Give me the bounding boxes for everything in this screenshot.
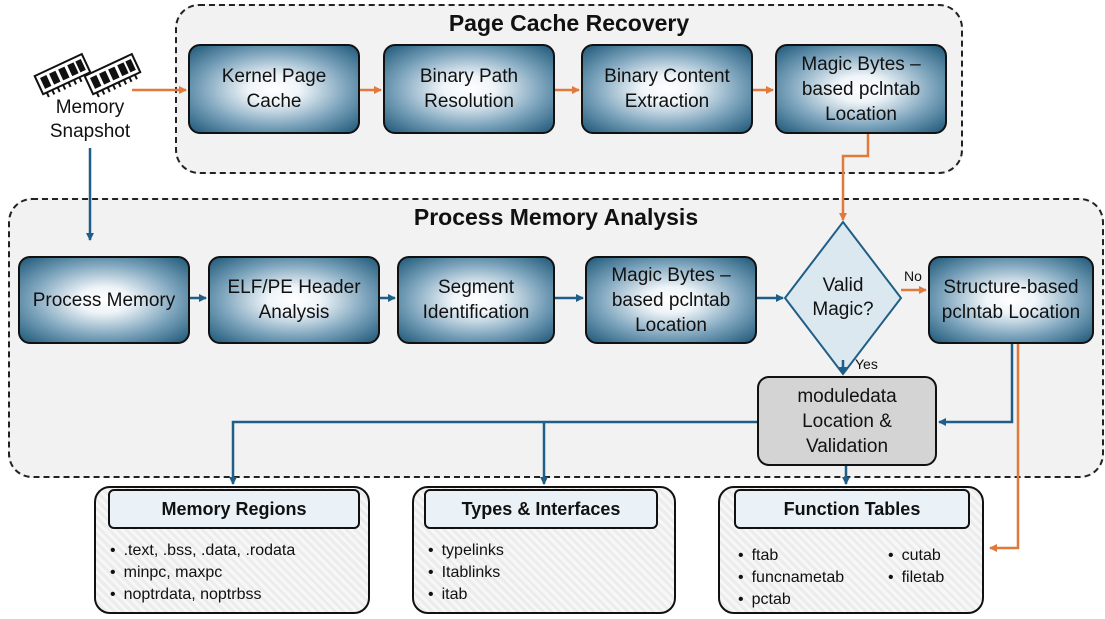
list-item: .text, .bss, .data, .rodata: [110, 540, 296, 562]
list-item: minpc, maxpc: [110, 562, 295, 584]
function-tables-list-left: ftab funcnametab pctab: [738, 545, 845, 611]
snapshot-label-line2: Snapshot: [49, 121, 131, 142]
list-item: ftab: [738, 545, 844, 567]
list-item: funcnametab: [738, 567, 845, 589]
page-cache-magic-bytes-box: Magic Bytes – based pclntab Location: [775, 44, 947, 134]
list-item: cutab: [888, 545, 944, 567]
list-item: pctab: [738, 589, 844, 611]
types-interfaces-list: typelinks Itablinks itab: [428, 540, 504, 606]
list-item: filetab: [888, 567, 945, 589]
memory-snapshot-label: Memory Snapshot: [30, 96, 150, 144]
list-item: Itablinks: [428, 562, 504, 584]
list-item: typelinks: [428, 540, 504, 562]
memory-regions-list: .text, .bss, .data, .rodata minpc, maxpc…: [110, 540, 296, 606]
no-label: No: [904, 268, 922, 284]
page-cache-title: Page Cache Recovery: [448, 10, 690, 36]
structure-based-pclntab-box: Structure-based pclntab Location: [928, 256, 1094, 344]
yes-label: Yes: [855, 356, 878, 372]
process-memory-box: Process Memory: [18, 256, 190, 344]
binary-content-extraction-box: Binary Content Extraction: [581, 44, 753, 134]
memory-chip-icon: [33, 52, 142, 98]
kernel-page-cache-box: Kernel Page Cache: [188, 44, 360, 134]
snapshot-label-line1: Memory: [55, 97, 125, 118]
elf-pe-header-box: ELF/PE Header Analysis: [208, 256, 380, 344]
decision-label: Valid Magic?: [803, 274, 883, 322]
decision-line2: Magic?: [812, 299, 874, 320]
binary-path-resolution-box: Binary Path Resolution: [383, 44, 555, 134]
process-memory-title: Process Memory Analysis: [413, 204, 699, 230]
process-magic-bytes-box: Magic Bytes – based pclntab Location: [585, 256, 757, 344]
moduledata-validation-box: moduledata Location & Validation: [757, 376, 937, 466]
decision-line1: Valid: [822, 275, 864, 296]
segment-identification-box: Segment Identification: [397, 256, 555, 344]
memory-regions-title: Memory Regions: [108, 489, 360, 529]
function-tables-list-right: cutab filetab: [888, 545, 945, 589]
types-interfaces-title: Types & Interfaces: [424, 489, 658, 529]
function-tables-title: Function Tables: [734, 489, 970, 529]
list-item: itab: [428, 584, 504, 606]
list-item: noptrdata, noptrbss: [110, 584, 295, 606]
